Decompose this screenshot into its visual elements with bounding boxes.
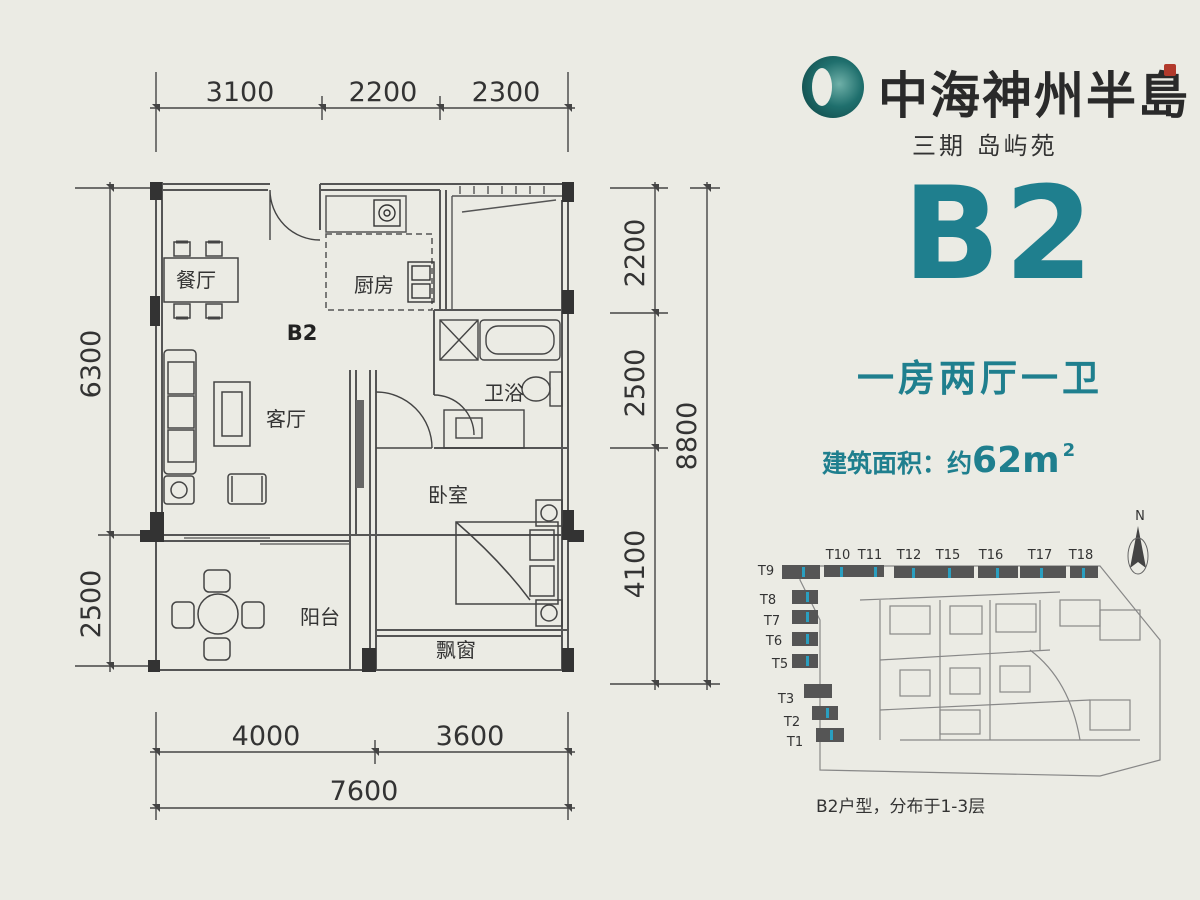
dim-right-3: 4100 — [620, 530, 651, 599]
building-label: T15 — [935, 548, 960, 563]
bathtub-icon — [439, 319, 561, 361]
bed-icon — [455, 499, 563, 627]
building-label: T2 — [783, 715, 800, 730]
north-arrow-icon: N — [1127, 509, 1149, 575]
service-balcony — [451, 183, 562, 310]
brand-subtitle: 三期 岛屿苑 — [912, 132, 1058, 160]
brand-logo: 中海神州半島 三期 岛屿苑 — [800, 52, 1188, 162]
sliding-door — [356, 400, 364, 488]
building-label: T18 — [1068, 548, 1093, 563]
building-label: T1 — [786, 735, 803, 750]
unit-layout: 一房两厅一卫 — [857, 357, 1103, 400]
site-plan-caption: B2户型，分布于1-3层 — [816, 797, 986, 817]
room-label-dining: 餐厅 — [176, 268, 216, 292]
unit-code: B2 — [902, 160, 1098, 309]
dim-top-2: 2200 — [349, 77, 418, 108]
area-label: 建筑面积：约 — [822, 449, 973, 478]
dim-bottom-1: 4000 — [232, 721, 301, 752]
building-label: T6 — [765, 634, 782, 649]
wall-columns — [140, 182, 584, 672]
walls — [155, 182, 569, 671]
site-outline — [799, 565, 1161, 777]
plan-unit-label: B2 — [287, 321, 318, 345]
building-label: T10 — [825, 548, 850, 563]
building-label: T12 — [896, 548, 921, 563]
dim-right-2: 2500 — [620, 349, 651, 418]
room-label-balcony: 阳台 — [300, 605, 340, 629]
unit-highlights — [802, 567, 1085, 740]
room-label-living: 客厅 — [266, 407, 306, 431]
dim-top-1: 3100 — [206, 77, 275, 108]
room-label-kitchen: 厨房 — [354, 273, 394, 297]
stove-icon — [373, 199, 401, 227]
sofa-icon — [163, 349, 267, 505]
kitchen-counter-outline — [325, 233, 433, 311]
area-unit-superscript: 2 — [1062, 440, 1076, 461]
dimension-lines — [75, 72, 720, 820]
bath-sink-icon — [433, 394, 525, 449]
balcony-table-icon — [171, 569, 265, 661]
building-label: T17 — [1027, 548, 1052, 563]
building-label: T8 — [759, 593, 776, 608]
dim-right-1: 2200 — [620, 219, 651, 288]
building-blocks — [782, 565, 1098, 742]
dim-left-1: 6300 — [76, 330, 107, 399]
building-label: T7 — [763, 614, 780, 629]
dim-right-total: 8800 — [672, 402, 703, 471]
building-label: T3 — [777, 692, 794, 707]
bedroom-door-icon — [375, 391, 433, 449]
svg-text:N: N — [1135, 509, 1145, 524]
dim-left-2: 2500 — [76, 570, 107, 639]
room-label-bedroom: 卧室 — [428, 483, 468, 507]
toilet-icon — [521, 371, 563, 407]
building-label: T11 — [857, 548, 882, 563]
room-label-bay-window: 飘窗 — [436, 638, 476, 662]
dim-bottom-2: 3600 — [436, 721, 505, 752]
seal-icon — [1164, 64, 1176, 76]
dim-bottom-total: 7600 — [330, 776, 399, 807]
entry-door-icon — [269, 189, 321, 241]
area-value: 62m — [972, 440, 1060, 481]
logo-mark-icon — [802, 56, 864, 118]
building-label: T9 — [757, 564, 774, 579]
brand-name: 中海神州半島 — [878, 66, 1190, 125]
dining-table-icon — [163, 240, 239, 320]
building-label: T5 — [771, 657, 788, 672]
kitchen-counter — [325, 195, 407, 233]
building-labels: T10 T11 T12 T15 T16 T17 T18 T9 T8 T7 T6 … — [757, 548, 1093, 750]
building-label: T16 — [978, 548, 1003, 563]
balcony-door — [184, 537, 350, 545]
room-label-bath: 卫浴 — [484, 381, 524, 405]
dimension-ticks — [106, 104, 711, 812]
kitchen-sink-icon — [407, 261, 435, 303]
dim-top-3: 2300 — [472, 77, 541, 108]
